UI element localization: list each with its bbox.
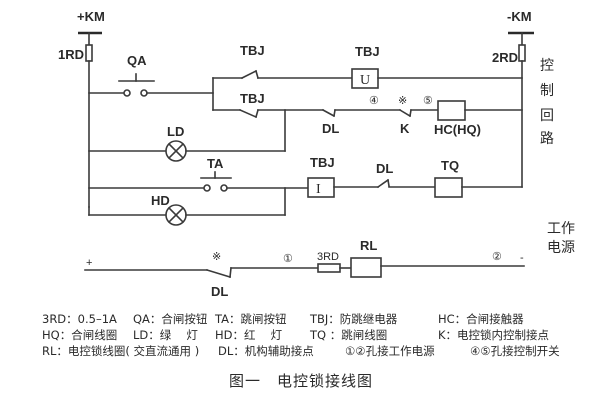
k-contact: [398, 108, 412, 118]
lock-coil-label: RL: [360, 238, 377, 253]
legend: 3RD：0.5–1A QA：合闸按钮 TA：跳闸按钮 TBJ：防跳继电器 HC：…: [42, 311, 602, 359]
green-lamp-label: LD: [167, 124, 184, 139]
red-lamp-hd: [165, 204, 187, 226]
fuse-3rd-label: 3RD: [317, 251, 339, 263]
fuse-1rd-label: 1RD: [58, 47, 84, 62]
dl-contact-trip-circuit: [376, 178, 390, 189]
tbj-lower-label: TBJ: [240, 91, 265, 106]
terminal-4: ④: [369, 95, 379, 107]
legend-item: HQ：合闸线圈: [42, 328, 118, 342]
tbj-voltage-coil-label: TBJ: [355, 44, 380, 59]
pos-bus-label: +KM: [77, 9, 105, 24]
tbj-voltage-coil-symbol: U: [360, 73, 370, 88]
dl-trip-label: DL: [376, 161, 393, 176]
legend-item: RL：电控锁线圈( 交直流通用 ): [42, 344, 200, 358]
tbj-upper-label: TBJ: [240, 43, 265, 58]
legend-row: 3RD：0.5–1A QA：合闸按钮 TA：跳闸按钮 TBJ：防跳继电器 HC：…: [42, 311, 602, 327]
tbj-current-coil: [307, 177, 335, 198]
ta-label: TA: [207, 156, 224, 171]
lock-coil-rl: [350, 257, 382, 278]
legend-item: ④⑤孔接控制开关: [470, 344, 560, 358]
power-label-line1: 工作: [547, 221, 575, 237]
green-lamp-ld: [165, 140, 187, 162]
legend-item: HC：合闸接触器: [438, 312, 524, 326]
side-label-char: 回: [540, 108, 554, 124]
dl-contact-lock-circuit: [206, 267, 232, 278]
red-lamp-label: HD: [151, 193, 170, 208]
tbj-current-coil-symbol: I: [316, 182, 321, 197]
fuse-2rd: [518, 32, 526, 188]
legend-item: K：电控锁内控制接点: [438, 328, 550, 342]
side-label-char: 路: [540, 131, 554, 147]
terminal-2: ②: [492, 251, 502, 263]
fuse-3rd: [317, 263, 341, 273]
legend-item: HD：红 灯: [215, 328, 283, 342]
tbj-current-coil-label: TBJ: [310, 155, 335, 170]
lock-mark: ※: [212, 251, 221, 263]
legend-row: RL：电控锁线圈( 交直流通用 ) DL：机构辅助接点 ①②孔接工作电源 ④⑤孔…: [42, 343, 602, 359]
side-label-char: 控: [540, 58, 554, 74]
trip-coil-label: TQ: [441, 158, 459, 173]
close-coil-hc: [437, 100, 466, 121]
lock-minus-label: -: [520, 252, 524, 264]
lock-plus-label: +: [86, 257, 92, 269]
legend-item: TA：跳闸按钮: [215, 312, 287, 326]
side-label-char: 制: [540, 83, 554, 99]
terminal-5: ⑤: [423, 95, 433, 107]
qa-label: QA: [127, 53, 147, 68]
power-label-line2: 电源: [547, 240, 575, 256]
fuse-1rd: [85, 32, 93, 208]
fuse-2rd-label: 2RD: [492, 50, 518, 65]
lock-dl-label: DL: [211, 284, 228, 299]
figure-title: 电控锁接线图: [277, 372, 374, 390]
close-coil-label: HC(HQ): [434, 122, 481, 137]
dl-close-label: DL: [322, 121, 339, 136]
terminal-1: ①: [283, 253, 293, 265]
legend-item: ①②孔接工作电源: [345, 344, 435, 358]
legend-item: 3RD：0.5–1A: [42, 312, 117, 326]
tbj-contact-lower: [212, 108, 259, 119]
neg-bus-label: -KM: [507, 9, 532, 24]
k-label: K: [400, 121, 410, 136]
tbj-contact-upper: [212, 69, 353, 80]
trip-coil-tq: [434, 177, 463, 198]
legend-row: HQ：合闸线圈 LD：绿 灯 HD：红 灯 TQ ：跳闸线圈 K：电控锁内控制接…: [42, 327, 602, 343]
legend-item: TBJ：防跳继电器: [310, 312, 398, 326]
legend-item: QA：合闸按钮: [133, 312, 208, 326]
dl-contact-close-circuit: [321, 108, 336, 118]
figure-number: 图一: [229, 372, 262, 390]
legend-item: TQ ：跳闸线圈: [310, 328, 388, 342]
legend-item: DL：机构辅助接点: [218, 344, 314, 358]
k-mark: ※: [398, 95, 407, 107]
legend-item: LD：绿 灯: [133, 328, 198, 342]
figure-caption: 图一电控锁接线图: [229, 370, 373, 391]
